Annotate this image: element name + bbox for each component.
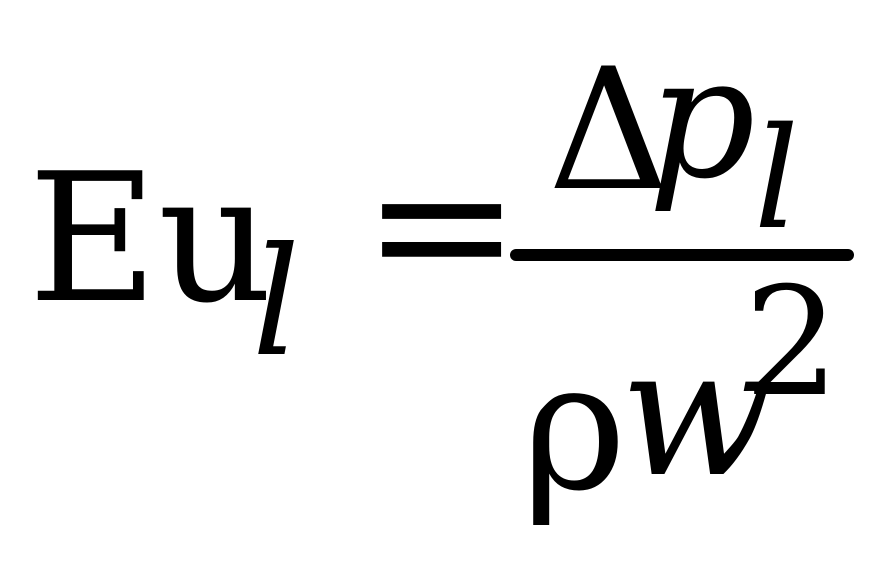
numerator-pressure-variable: p — [648, 20, 756, 216]
euler-number-subscript: l — [252, 216, 300, 390]
numerator-subscript: l — [754, 98, 799, 261]
numerator-delta-symbol: Δ — [548, 32, 670, 228]
denominator-velocity-variable: w — [620, 309, 773, 516]
denominator-exponent: 2 — [744, 256, 840, 430]
fraction-bar — [510, 249, 854, 261]
denominator-density-symbol: ρ — [522, 323, 627, 530]
euler-number-symbol: Eu — [28, 135, 273, 342]
equals-sign: = — [362, 114, 522, 335]
